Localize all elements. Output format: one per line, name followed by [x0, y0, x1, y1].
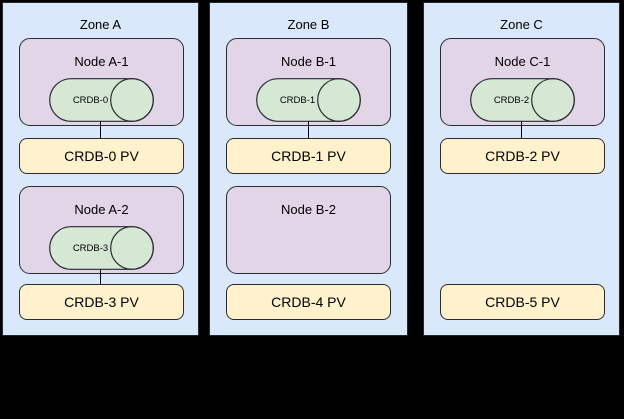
crdb-1-cylinder: CRDB-1: [255, 78, 361, 122]
pv-connector: [520, 121, 522, 139]
crdb-1-pv: CRDB-1 PV: [226, 138, 391, 174]
crdb-2-cylinder: CRDB-2: [469, 78, 575, 122]
pv-label: CRDB-4 PV: [271, 294, 346, 310]
node-title: Node C-1: [494, 54, 551, 69]
cylinder-shape-icon: [255, 78, 361, 122]
pv-connector: [99, 121, 101, 139]
pv-connector: [307, 121, 309, 139]
node-b-1: Node B-1 CRDB-1: [226, 38, 391, 126]
crdb-0-cylinder: CRDB-0: [48, 78, 154, 122]
pv-label: CRDB-0 PV: [64, 148, 139, 164]
cylinder-label: CRDB-0: [72, 94, 109, 106]
crdb-3-cylinder: CRDB-3: [48, 226, 154, 270]
node-title: Node B-1: [281, 54, 336, 69]
cylinder-shape-icon: [48, 226, 154, 270]
crdb-0-pv: CRDB-0 PV: [19, 138, 184, 174]
pv-label: CRDB-5 PV: [485, 294, 560, 310]
zone-title: Zone C: [500, 17, 543, 32]
node-a-1: Node A-1 CRDB-0: [19, 38, 184, 126]
node-c-1: Node C-1 CRDB-2: [440, 38, 605, 126]
cylinder-shape-icon: [469, 78, 575, 122]
node-a-2: Node A-2 CRDB-3: [19, 186, 184, 274]
node-b-2: Node B-2: [226, 186, 391, 274]
pv-label: CRDB-3 PV: [64, 294, 139, 310]
pv-label: CRDB-1 PV: [271, 148, 346, 164]
cylinder-label: CRDB-2: [493, 94, 530, 106]
crdb-5-pv: CRDB-5 PV: [440, 284, 605, 320]
cylinder-shape-icon: [48, 78, 154, 122]
crdb-2-pv: CRDB-2 PV: [440, 138, 605, 174]
pv-connector: [99, 269, 101, 285]
cylinder-label: CRDB-1: [279, 94, 316, 106]
zone-title: Zone B: [287, 17, 330, 32]
crdb-3-pv: CRDB-3 PV: [19, 284, 184, 320]
zone-c: Zone C Node C-1 CRDB-2 CRDB-2 PV CRDB-5 …: [423, 2, 620, 336]
zone-b: Zone B Node B-1 CRDB-1 CRDB-1 PV Node B-…: [209, 2, 408, 336]
pv-label: CRDB-2 PV: [485, 148, 560, 164]
node-title: Node A-2: [74, 202, 129, 217]
node-title: Node B-2: [281, 202, 336, 217]
cylinder-label: CRDB-3: [72, 242, 109, 254]
crdb-4-pv: CRDB-4 PV: [226, 284, 391, 320]
zone-a: Zone A Node A-1 CRDB-0 CRDB-0 PV Node A-…: [2, 2, 199, 336]
node-title: Node A-1: [74, 54, 129, 69]
zone-title: Zone A: [79, 17, 122, 32]
